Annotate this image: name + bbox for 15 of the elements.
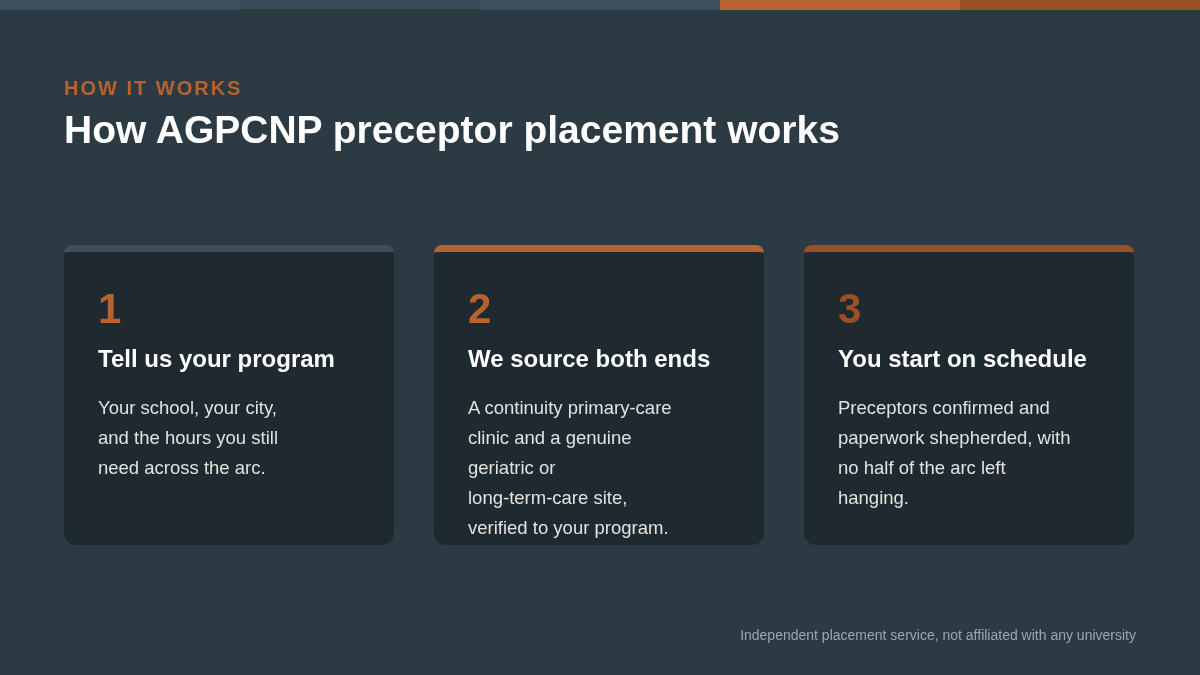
step-card [434,245,764,545]
step-description: Preceptors confirmed and paperwork shepherded, with no half of the arc left hanging. [838,396,1072,510]
step-heading: Tell us your program [98,344,335,374]
step-card [64,245,394,545]
step-description: Your school, your city, and the hours you still need across the arc. [98,396,279,480]
slide-title: How AGPCNP preceptor placement works [64,108,840,152]
step-number: 3 [838,285,862,333]
step-number: 2 [468,285,492,333]
step-heading: You start on schedule [838,344,1087,374]
footer-note: Independent placement service, not affiliated with any university [740,627,1136,643]
step-number: 1 [98,285,122,333]
step-description: A continuity primary-care clinic and a genuine geriatric or long-term-care site, verified to your program. [468,396,673,540]
section-kicker: HOW IT WORKS [64,77,243,100]
step-card [804,245,1134,545]
step-heading: We source both ends [468,344,711,374]
